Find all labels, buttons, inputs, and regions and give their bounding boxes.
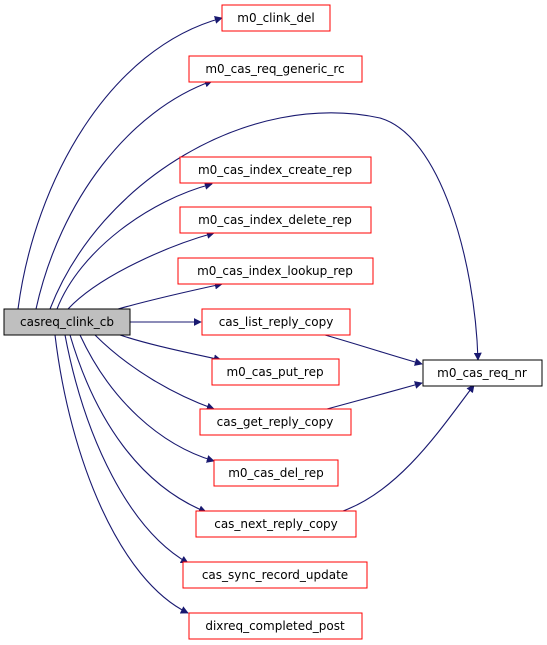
node-label: m0_cas_index_create_rep [198, 163, 352, 177]
node-label: m0_cas_index_delete_rep [198, 213, 352, 227]
edge-root-to-m0-cas-index-lookup-rep [117, 281, 223, 310]
edge-root-to-m0-cas-req-nr-top [49, 112, 482, 361]
node-cas-sync-record-update[interactable]: cas_sync_record_update [182, 561, 368, 589]
node-m0-cas-req-generic-rc[interactable]: m0_cas_req_generic_rc [188, 55, 363, 83]
node-cas-get-reply-copy[interactable]: cas_get_reply_copy [199, 408, 352, 436]
edge-root-to-dixreq-completed-post [54, 334, 189, 614]
node-label: cas_sync_record_update [202, 568, 348, 582]
node-label: m0_clink_del [237, 11, 314, 25]
node-label: cas_list_reply_copy [219, 315, 334, 329]
node-m0-cas-req-nr[interactable]: m0_cas_req_nr [422, 359, 543, 387]
edge-root-to-cas-sync-record-update [64, 334, 189, 564]
node-m0-cas-index-lookup-rep[interactable]: m0_cas_index_lookup_rep [177, 257, 374, 285]
node-m0-clink-del[interactable]: m0_clink_del [221, 4, 331, 32]
node-label: dixreq_completed_post [205, 619, 345, 633]
edge-root-to-m0-cas-put-rep [119, 334, 222, 363]
node-m0-cas-del-rep[interactable]: m0_cas_del_rep [213, 459, 339, 487]
node-label: m0_cas_req_generic_rc [205, 62, 344, 76]
node-dixreq-completed-post[interactable]: dixreq_completed_post [188, 612, 363, 640]
node-label: m0_cas_put_rep [226, 365, 323, 379]
node-casreq-clink-cb[interactable]: casreq_clink_cb [3, 308, 131, 336]
node-label: cas_next_reply_copy [214, 517, 338, 531]
edge-root-to-m0-cas-req-generic-rc [35, 79, 213, 310]
node-label: cas_get_reply_copy [217, 415, 334, 429]
nodes: casreq_clink_cb m0_clink_del m0_cas_req_… [3, 4, 543, 640]
node-cas-next-reply-copy[interactable]: cas_next_reply_copy [195, 510, 357, 538]
node-cas-list-reply-copy[interactable]: cas_list_reply_copy [201, 308, 351, 336]
edge-root-to-cas-get-reply-copy [94, 334, 215, 411]
edge-cas-list-reply-copy-to-m0-cas-req-nr [324, 334, 423, 366]
node-label: m0_cas_del_rep [228, 466, 324, 480]
node-m0-cas-index-create-rep[interactable]: m0_cas_index_create_rep [179, 156, 372, 184]
edge-root-to-m0-cas-index-delete-rep [67, 231, 215, 310]
node-m0-cas-put-rep[interactable]: m0_cas_put_rep [211, 358, 340, 386]
edge-cas-next-reply-copy-to-m0-cas-req-nr [342, 384, 475, 512]
node-label: m0_cas_index_lookup_rep [197, 264, 353, 278]
edge-cas-get-reply-copy-to-m0-cas-req-nr [326, 381, 423, 410]
edge-root-to-m0-cas-index-create-rep [56, 181, 213, 310]
node-label: m0_cas_req_nr [437, 366, 527, 380]
node-label: casreq_clink_cb [20, 315, 114, 329]
node-m0-cas-index-delete-rep[interactable]: m0_cas_index_delete_rep [179, 206, 372, 234]
edge-root-to-cas-next-reply-copy [69, 334, 207, 513]
edge-root-to-m0-clink-del [17, 16, 223, 310]
edges [17, 16, 482, 614]
edge-root-to-m0-cas-del-rep [79, 334, 215, 463]
